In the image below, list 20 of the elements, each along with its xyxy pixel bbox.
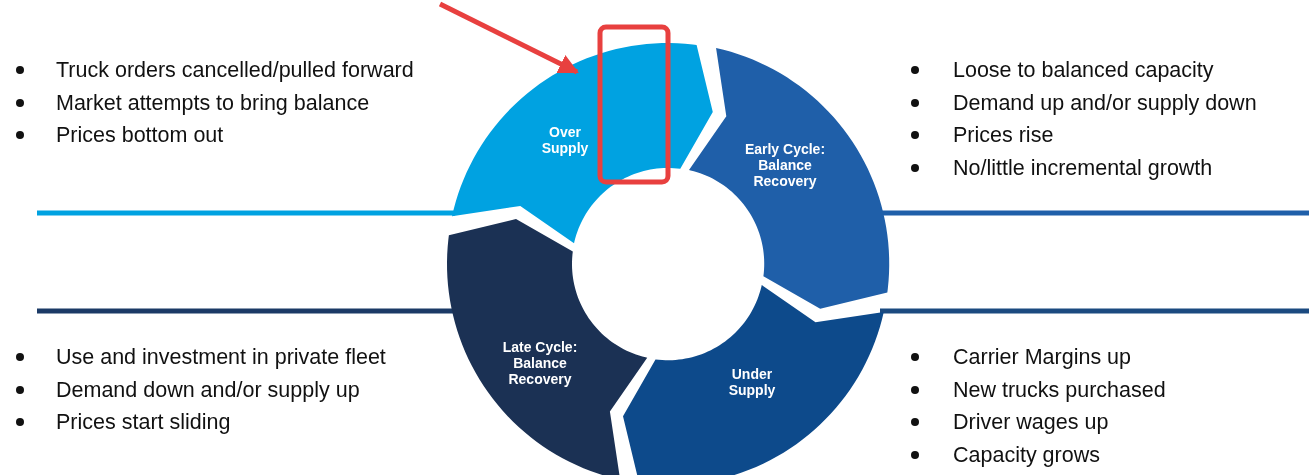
bullet-text: Use and investment in private fleet: [56, 344, 386, 370]
bullet-text: Demand up and/or supply down: [953, 89, 1257, 116]
bullet-text: Driver wages up: [953, 409, 1109, 435]
bullet-text: Prices rise: [953, 122, 1054, 148]
segment-label: Late Cycle: Balance Recovery: [501, 339, 579, 387]
segment-label: Early Cycle: Balance Recovery: [743, 141, 827, 189]
highlight-box: [597, 24, 671, 185]
bullet-text: Market attempts to bring balance: [56, 89, 370, 116]
arrow: [438, 1, 579, 75]
bullet-text: Capacity grows: [953, 441, 1100, 468]
segment-label: Under Supply: [727, 366, 777, 398]
bullet-text: Prices start sliding: [56, 409, 231, 435]
bullet-text: Prices bottom out: [56, 122, 224, 148]
bullet-text: New trucks purchased: [953, 376, 1166, 403]
bullet-text: No/little incremental growth: [953, 154, 1213, 181]
bullet-text: Loose to balanced capacity: [953, 57, 1214, 83]
bullet-text: Carrier Margins up: [953, 344, 1132, 370]
segment-label: Over Supply: [540, 124, 590, 156]
bullet-text: Demand down and/or supply up: [56, 376, 360, 403]
bullet-text: Truck orders cancelled/pulled forward: [56, 57, 414, 83]
